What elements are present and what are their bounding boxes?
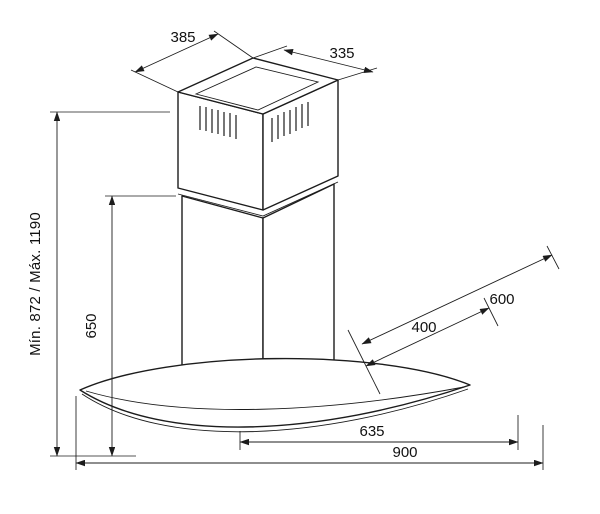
dimension-label-inner-width: 635 [359, 423, 384, 440]
dimension-line [283, 49, 374, 73]
vent-louvers-right [271, 102, 309, 142]
glass-inner-curve [85, 386, 465, 410]
dimension-line [361, 254, 553, 345]
dimension-label-total-height: Mín. 872 / Máx. 1190 [27, 212, 44, 356]
dimension-total-width: 900 [75, 396, 544, 470]
extension-line [347, 329, 381, 395]
extension-line [483, 297, 499, 327]
dimension-line [365, 307, 490, 367]
dimension-chimney-width: 385 [130, 29, 254, 93]
dimension-total-height: Mín. 872 / Máx. 1190 [27, 111, 170, 457]
dimension-label-body-height: 650 [83, 313, 100, 338]
telescopic-seam-line [177, 181, 339, 217]
glass-front-edge [81, 388, 469, 433]
dimension-inner-width: 635 [239, 415, 519, 450]
chimney-duct [177, 57, 339, 399]
dimension-body-height: 650 [83, 195, 176, 457]
extension-line [546, 245, 560, 270]
dimension-line [134, 33, 219, 73]
dimension-label-total-width: 900 [392, 444, 417, 461]
dimension-chimney-depth: 335 [252, 45, 378, 81]
extension-line [252, 45, 288, 59]
extension-line [337, 67, 378, 81]
extension-line [130, 69, 179, 93]
vent-louvers-left [199, 106, 237, 139]
dimension-label-chimney-depth: 335 [329, 45, 354, 62]
dimension-inner-depth: 400 [365, 297, 499, 367]
extension-line [213, 30, 254, 59]
glass-canopy-outline [79, 357, 471, 428]
dimension-label-inner-depth: 400 [411, 319, 436, 336]
dimension-label-chimney-width: 385 [170, 29, 195, 46]
dimension-label-canopy-depth: 600 [489, 291, 514, 308]
glass-canopy [79, 357, 471, 433]
duct-opening-inset [194, 66, 320, 111]
